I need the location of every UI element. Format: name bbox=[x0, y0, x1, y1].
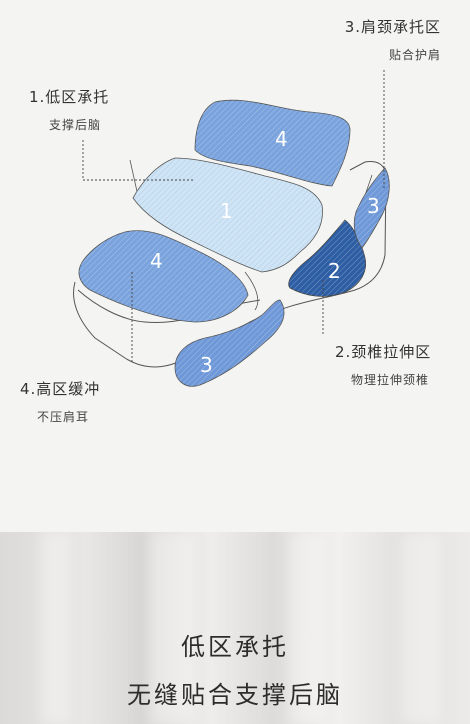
label-zone-4: 4.高区缓冲 不压肩耳 bbox=[20, 378, 100, 425]
zone-4-left-number: 4 bbox=[150, 249, 163, 273]
zone-2-number: 2 bbox=[328, 259, 341, 283]
diagram-background bbox=[0, 0, 470, 532]
label-zone-1: 1.低区承托 支撑后脑 bbox=[29, 86, 109, 133]
zone-4-top-number: 4 bbox=[275, 127, 288, 151]
headline-line-1: 低区承托 bbox=[181, 633, 289, 661]
zone-1-desc: 支撑后脑 bbox=[49, 118, 102, 132]
label-zone-3: 3.肩颈承托区 贴合护肩 bbox=[345, 16, 441, 63]
zone-3-title: 3.肩颈承托区 bbox=[344, 18, 441, 36]
zone-2-title: 2.颈椎拉伸区 bbox=[335, 343, 432, 361]
leader-line-zone-1 bbox=[82, 140, 195, 181]
zone-2-desc: 物理拉伸颈椎 bbox=[351, 373, 430, 387]
label-zone-2: 2.颈椎拉伸区 物理拉伸颈椎 bbox=[335, 341, 431, 388]
zone-4-title: 4.高区缓冲 bbox=[20, 380, 101, 398]
headline-line-2: 无缝贴合支撑后脑 bbox=[127, 681, 343, 709]
zone-3-bottom-number: 3 bbox=[200, 353, 213, 377]
pillow-zone-diagram: 1 2 3 3 4 4 bbox=[73, 70, 390, 387]
zone-3-right-number: 3 bbox=[367, 194, 380, 218]
zone-3-desc: 贴合护肩 bbox=[388, 48, 441, 62]
zone-1-number: 1 bbox=[220, 199, 233, 223]
zone-1-title: 1.低区承托 bbox=[29, 88, 110, 106]
zone-4-desc: 不压肩耳 bbox=[37, 410, 90, 424]
fabric-background bbox=[0, 532, 470, 724]
